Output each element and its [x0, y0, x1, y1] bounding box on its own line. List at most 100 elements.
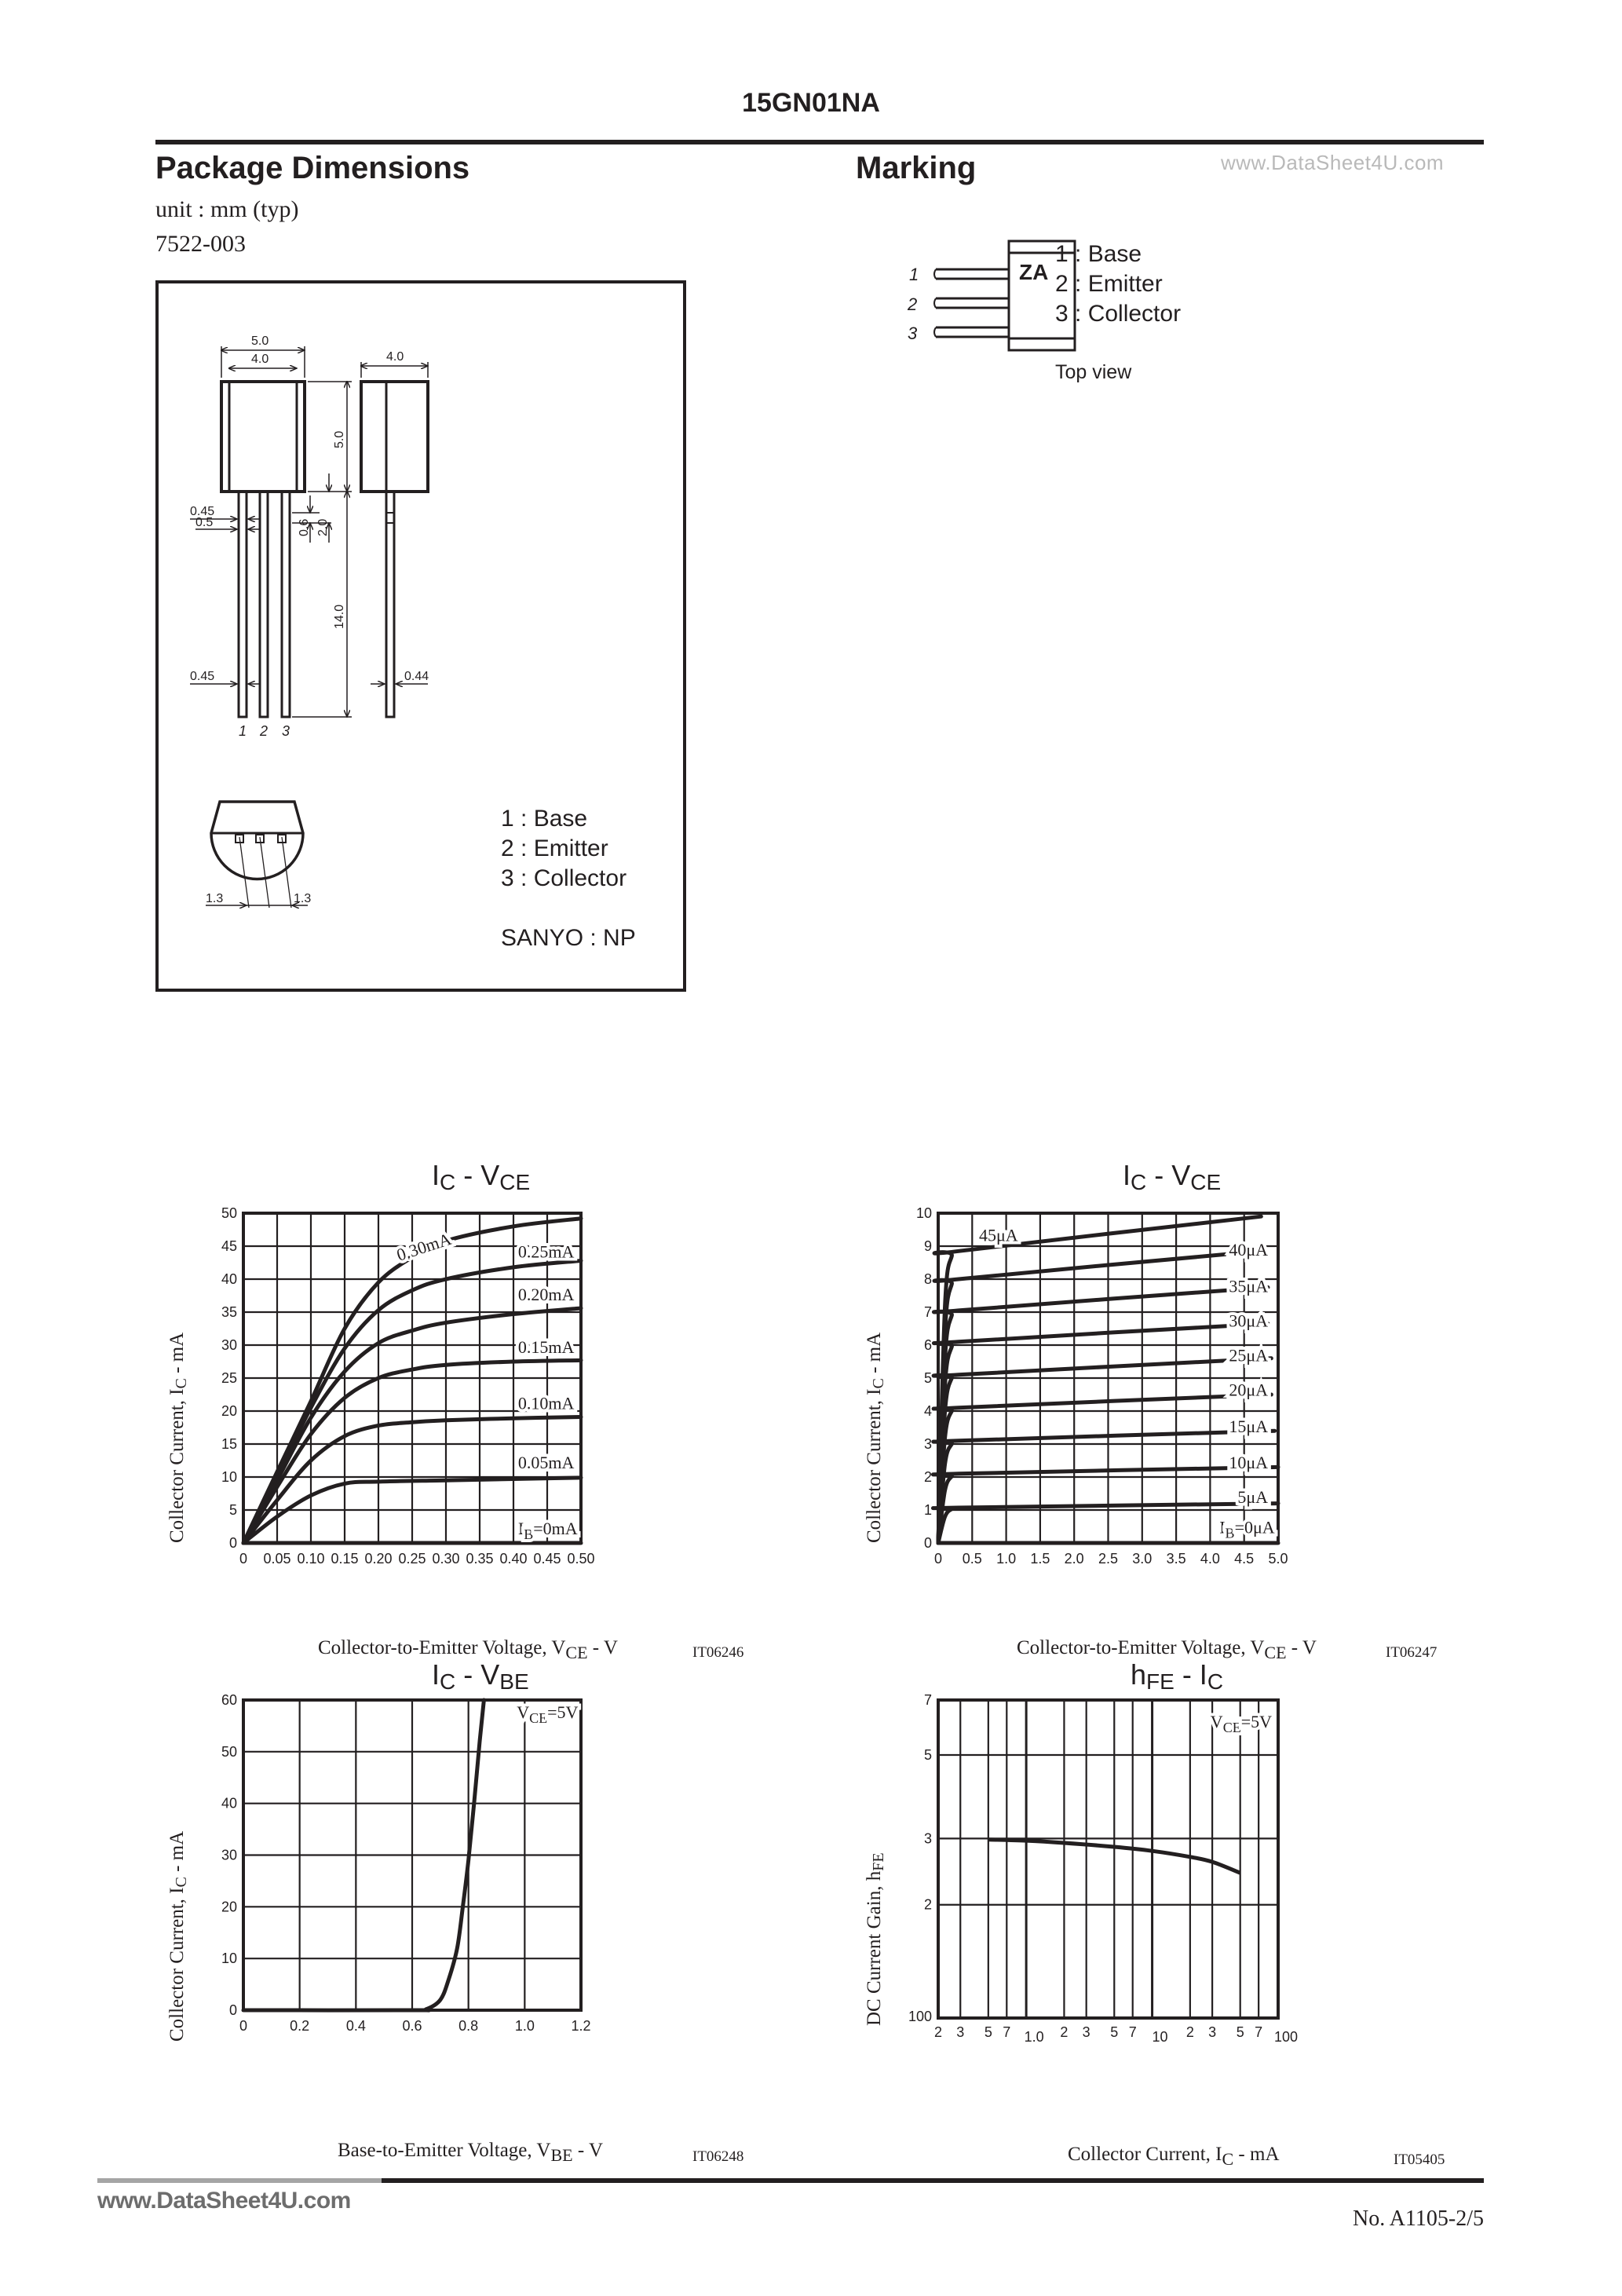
svg-text:5: 5 — [924, 1747, 932, 1763]
unit-note: unit : mm (typ) — [155, 196, 299, 222]
svg-text:50: 50 — [221, 1205, 237, 1221]
marking-drawing: ZA 1 2 3 — [907, 239, 1076, 352]
svg-text:0: 0 — [924, 1535, 932, 1551]
dim-pitch-right: 1.3 — [294, 892, 311, 905]
svg-text:7: 7 — [924, 1304, 932, 1320]
svg-text:30: 30 — [221, 1337, 237, 1353]
svg-text:9: 9 — [924, 1238, 932, 1254]
svg-text:0.45: 0.45 — [533, 1551, 561, 1567]
svg-text:3: 3 — [924, 1436, 932, 1452]
svg-text:5: 5 — [985, 2024, 992, 2040]
svg-text:40: 40 — [221, 1796, 237, 1812]
chart3-title: IC - VBE — [432, 1658, 529, 1694]
svg-text:3: 3 — [1208, 2024, 1216, 2040]
chart3-figure-code: IT06248 — [692, 2148, 744, 2165]
package-outline-drawing: 5.0 4.0 4.0 5.0 14.0 0.6 2.0 0.45 0.5 0.… — [190, 335, 429, 989]
package-name: SANYO : NP — [501, 925, 636, 951]
svg-text:0.4: 0.4 — [346, 2018, 366, 2034]
svg-text:2: 2 — [924, 1469, 932, 1485]
pin-number-1: 1 — [239, 723, 247, 739]
svg-text:0.40: 0.40 — [499, 1551, 527, 1567]
svg-text:1: 1 — [924, 1502, 932, 1518]
chart4-x-axis-label: Collector Current, IC - mA — [1068, 2144, 1280, 2169]
chart3-x-axis-label: Base-to-Emitter Voltage, VBE - V — [338, 2140, 604, 2165]
dim-pitch-left: 1.3 — [206, 892, 223, 905]
svg-text:0.8: 0.8 — [458, 2018, 478, 2034]
svg-text:2: 2 — [934, 2024, 942, 2040]
marking-pin-2: 2 — [907, 294, 917, 314]
pin-number-2: 2 — [259, 723, 268, 739]
chart1-x-axis-label: Collector-to-Emitter Voltage, VCE - V — [318, 1637, 618, 1662]
dim-body-width-inner: 4.0 — [251, 353, 269, 366]
svg-text:0.05: 0.05 — [263, 1551, 290, 1567]
svg-text:0.15mA: 0.15mA — [518, 1337, 575, 1357]
marking-pin-1: 1 — [909, 265, 919, 284]
svg-text:1.0: 1.0 — [515, 2018, 535, 2034]
svg-text:5: 5 — [924, 1370, 932, 1386]
svg-text:5.0: 5.0 — [1268, 1551, 1288, 1567]
svg-text:5μA: 5μA — [1237, 1487, 1268, 1507]
package-code: 7522-003 — [155, 231, 246, 257]
chart1-title: IC - VCE — [432, 1159, 531, 1194]
svg-text:10: 10 — [221, 1469, 237, 1485]
dim-lead-thickness: 0.44 — [404, 670, 429, 683]
svg-text:2.0: 2.0 — [1065, 1551, 1084, 1567]
svg-text:0.25: 0.25 — [398, 1551, 426, 1567]
watermark-link[interactable]: www.DataSheet4U.com — [1221, 151, 1445, 174]
chart4-title: hFE - IC — [1131, 1658, 1224, 1694]
svg-text:25μA: 25μA — [1229, 1346, 1268, 1366]
chart2-x-axis-label: Collector-to-Emitter Voltage, VCE - V — [1017, 1637, 1317, 1662]
svg-text:40: 40 — [221, 1271, 237, 1287]
svg-text:45μA: 45μA — [979, 1225, 1018, 1245]
package-dimensions-heading: Package Dimensions — [155, 151, 470, 185]
svg-text:35: 35 — [221, 1304, 237, 1320]
footer-watermark-link[interactable]: www.DataSheet4U.com — [97, 2188, 351, 2214]
svg-text:0: 0 — [934, 1551, 942, 1567]
svg-text:0.30mA: 0.30mA — [394, 1229, 454, 1265]
chart2-title: IC - VCE — [1123, 1159, 1222, 1194]
marking-heading: Marking — [856, 151, 977, 185]
svg-text:4: 4 — [924, 1403, 932, 1419]
svg-text:2: 2 — [924, 1897, 932, 1913]
svg-text:60: 60 — [221, 1692, 237, 1708]
chart1-y-axis-label: Collector Current, IC - mA — [166, 1332, 190, 1543]
svg-text:0: 0 — [239, 1551, 247, 1567]
svg-text:100: 100 — [1274, 2029, 1298, 2045]
svg-text:1.2: 1.2 — [571, 2018, 590, 2034]
chart2-y-axis-label: Collector Current, IC - mA — [864, 1332, 887, 1543]
dim-shoulder-offset: 2.0 — [316, 519, 330, 536]
svg-text:0: 0 — [229, 1535, 237, 1551]
svg-text:IB=0mA: IB=0mA — [518, 1519, 578, 1542]
dim-shoulder-height: 0.6 — [298, 519, 311, 536]
svg-text:IB=0μA: IB=0μA — [1219, 1517, 1275, 1541]
page-number: No. A1105-2/5 — [1353, 2206, 1484, 2231]
svg-text:0.15: 0.15 — [331, 1551, 358, 1567]
svg-text:0.25mA: 0.25mA — [518, 1241, 575, 1261]
chart4-y-axis-label: DC Current Gain, hFE — [864, 1852, 887, 2026]
svg-text:4.5: 4.5 — [1234, 1551, 1254, 1567]
svg-text:20: 20 — [221, 1899, 237, 1914]
dim-lead-shoulder: 0.5 — [195, 516, 213, 529]
svg-text:3.5: 3.5 — [1167, 1551, 1186, 1567]
marking-legend-emitter: 2 : Emitter — [1055, 271, 1163, 297]
svg-text:0.2: 0.2 — [290, 2018, 309, 2034]
svg-text:10: 10 — [916, 1205, 932, 1221]
svg-text:10μA: 10μA — [1229, 1453, 1268, 1472]
pin-legend-collector: 3 : Collector — [501, 865, 627, 891]
chart4-figure-code: IT05405 — [1394, 2152, 1445, 2168]
svg-text:0.35: 0.35 — [466, 1551, 493, 1567]
dim-lead-length: 14.0 — [333, 605, 346, 629]
svg-text:7: 7 — [924, 1692, 932, 1708]
marking-top-view-label: Top view — [1055, 361, 1132, 383]
svg-text:5: 5 — [229, 1502, 237, 1518]
dim-side-width: 4.0 — [386, 350, 404, 364]
svg-text:25: 25 — [221, 1370, 237, 1386]
svg-text:15μA: 15μA — [1229, 1417, 1268, 1436]
marking-code: ZA — [1019, 260, 1048, 284]
package-drawing-frame: 5.0 4.0 4.0 5.0 14.0 0.6 2.0 0.45 0.5 0.… — [155, 280, 686, 992]
svg-text:0.10mA: 0.10mA — [518, 1394, 575, 1413]
